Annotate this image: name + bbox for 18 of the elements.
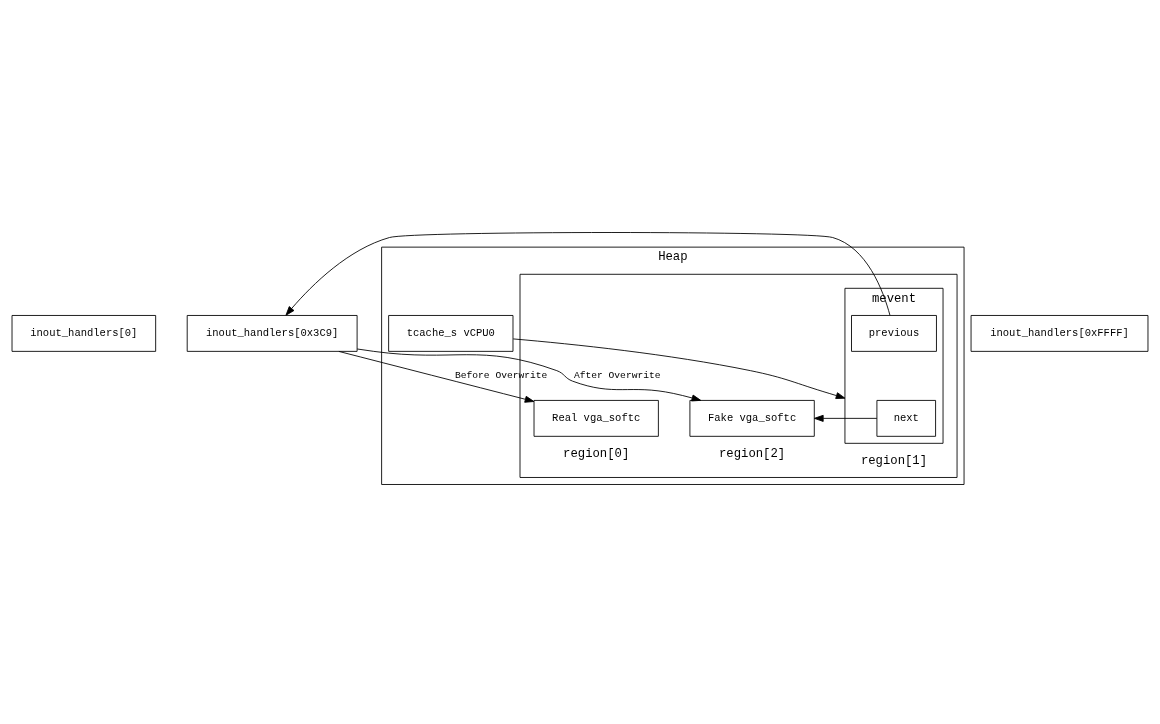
- arrow: [285, 232, 891, 316]
- node-label: region[0]: [563, 446, 630, 461]
- node-box: tcache_s vCPU0: [388, 315, 514, 352]
- arrow: [814, 414, 878, 422]
- node-box: inout_handlers[0]: [11, 315, 157, 352]
- node-box: Fake vga_softc: [689, 399, 815, 437]
- arrow: [356, 348, 702, 402]
- node-box: previous: [851, 315, 937, 352]
- node-label: region[2]: [719, 446, 786, 461]
- arrow: [338, 351, 535, 403]
- node-label: region[1]: [860, 453, 928, 468]
- arrow: [512, 338, 846, 399]
- edge-label: Before Overwrite: [454, 370, 548, 382]
- node-box: inout_handlers[0x3C9]: [186, 315, 358, 352]
- node-box: inout_handlers[0xFFFF]: [970, 315, 1149, 352]
- node-box: Real vga_softc: [533, 399, 659, 437]
- node-box: next: [876, 399, 937, 437]
- edge-label: After Overwrite: [573, 370, 661, 382]
